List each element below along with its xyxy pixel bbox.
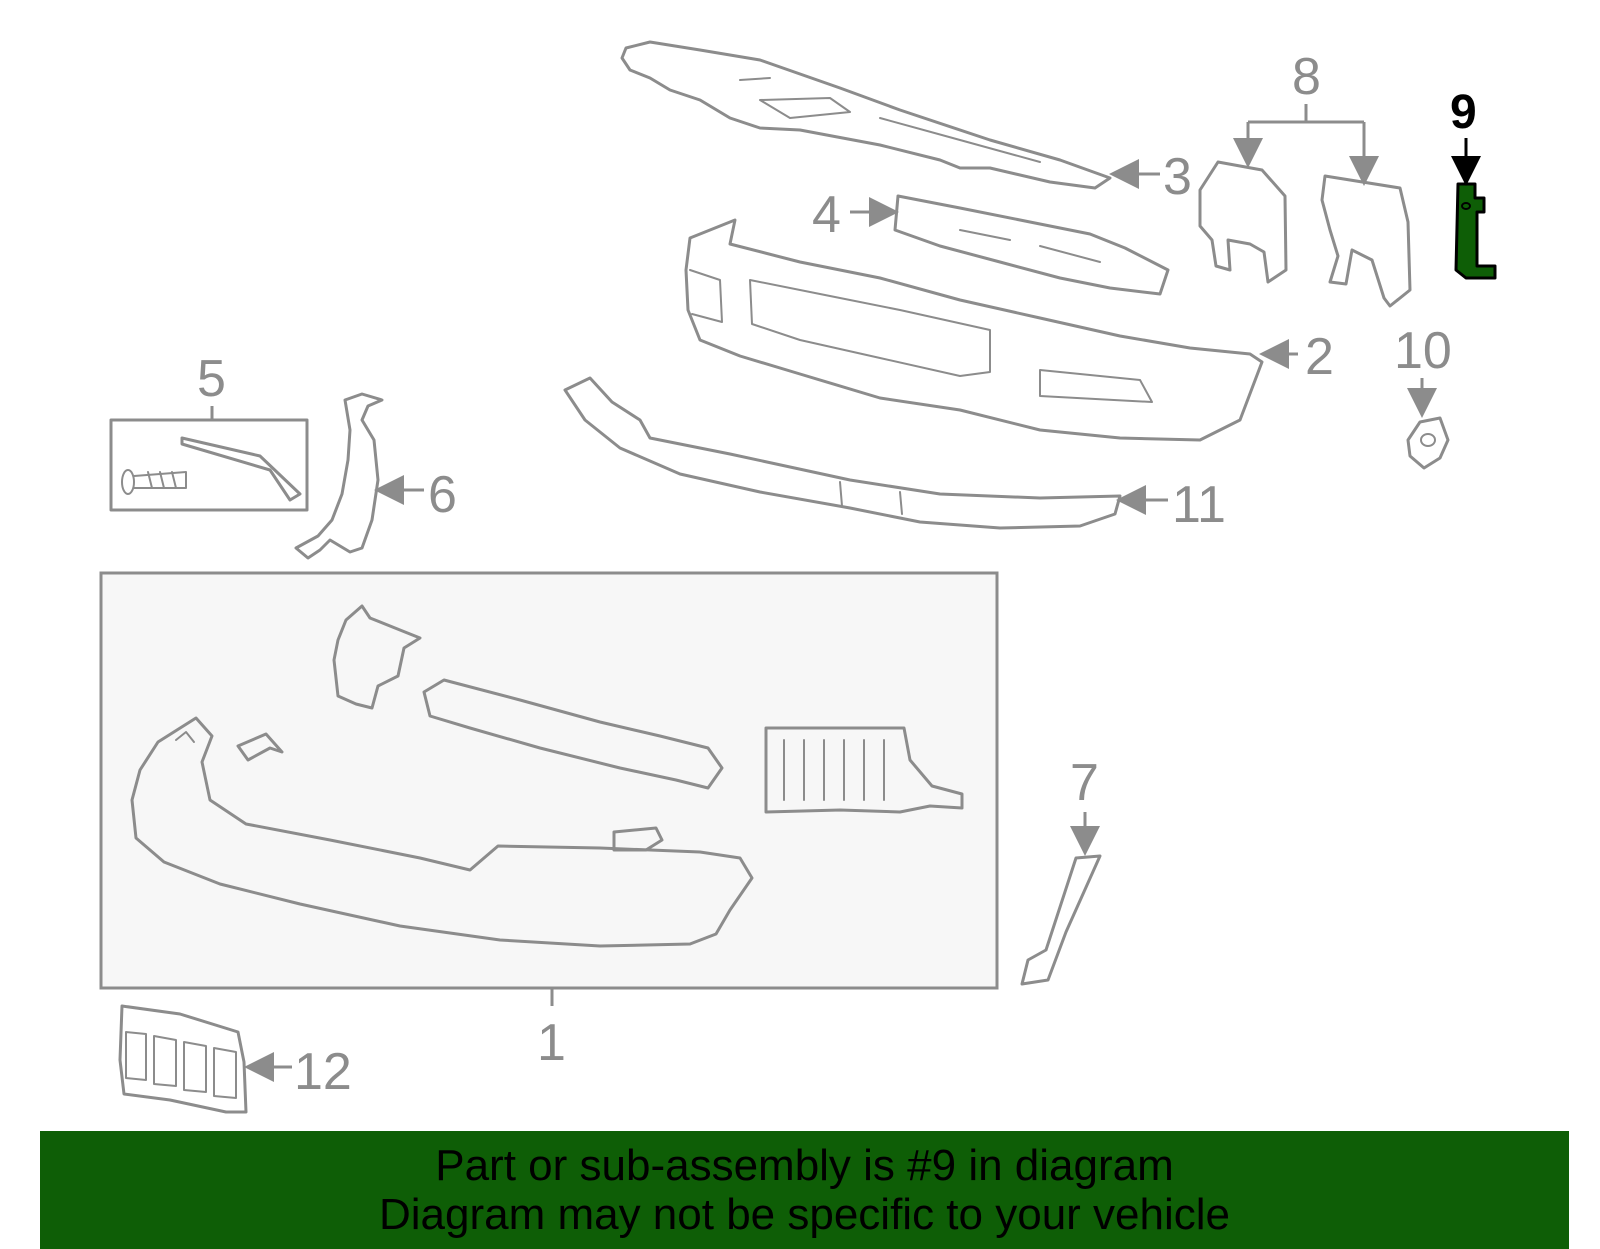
- part-4-absorber[interactable]: [893, 194, 1170, 296]
- callout-7-label: 7: [1070, 754, 1099, 812]
- callout-10-label: 10: [1394, 322, 1452, 380]
- banner-line-1: Part or sub-assembly is #9 in diagram: [435, 1141, 1174, 1190]
- banner-line-2: Diagram may not be specific to your vehi…: [378, 1190, 1231, 1239]
- callout-7[interactable]: 7: [1070, 754, 1100, 856]
- part-1-assembly[interactable]: [99, 571, 999, 990]
- callout-4[interactable]: 4: [812, 186, 899, 244]
- callout-11[interactable]: 11: [1116, 476, 1226, 534]
- info-banner: Part or sub-assembly is #9 in diagram Di…: [40, 1131, 1569, 1249]
- part-12-license-bracket[interactable]: [118, 1004, 248, 1114]
- screw-icon: [121, 469, 187, 495]
- callout-12-label: 12: [294, 1043, 352, 1101]
- callout-9-label: 9: [1450, 86, 1477, 139]
- part-10-clip[interactable]: [1406, 416, 1450, 470]
- part-9-highlighted-bracket[interactable]: [1454, 182, 1497, 280]
- callout-5-label: 5: [197, 350, 226, 408]
- callout-5[interactable]: 5: [197, 350, 226, 420]
- callout-10[interactable]: 10: [1394, 322, 1452, 418]
- callout-3[interactable]: 3: [1109, 148, 1192, 206]
- part-3-upper-panel[interactable]: [620, 40, 1112, 190]
- callout-8-label: 8: [1292, 48, 1321, 106]
- part-5-kit[interactable]: [109, 418, 309, 512]
- callout-8[interactable]: 8: [1233, 48, 1379, 186]
- callout-11-label: 11: [1172, 476, 1226, 534]
- part-8-brackets[interactable]: [1198, 160, 1412, 308]
- part-11-valance[interactable]: [563, 376, 1122, 530]
- callout-2-label: 2: [1305, 328, 1334, 386]
- callout-1[interactable]: 1: [537, 988, 566, 1072]
- callout-1-label: 1: [537, 1014, 566, 1072]
- callout-3-label: 3: [1163, 148, 1192, 206]
- part-6-bracket[interactable]: [294, 392, 384, 560]
- part-2-face-bar[interactable]: [684, 218, 1264, 442]
- part-7-strip[interactable]: [1020, 854, 1102, 986]
- callout-6-label: 6: [428, 466, 457, 524]
- callout-12[interactable]: 12: [244, 1043, 352, 1101]
- callout-2[interactable]: 2: [1259, 328, 1334, 386]
- callout-4-label: 4: [812, 186, 841, 244]
- callout-6[interactable]: 6: [374, 466, 457, 524]
- callout-9[interactable]: 9: [1450, 86, 1481, 186]
